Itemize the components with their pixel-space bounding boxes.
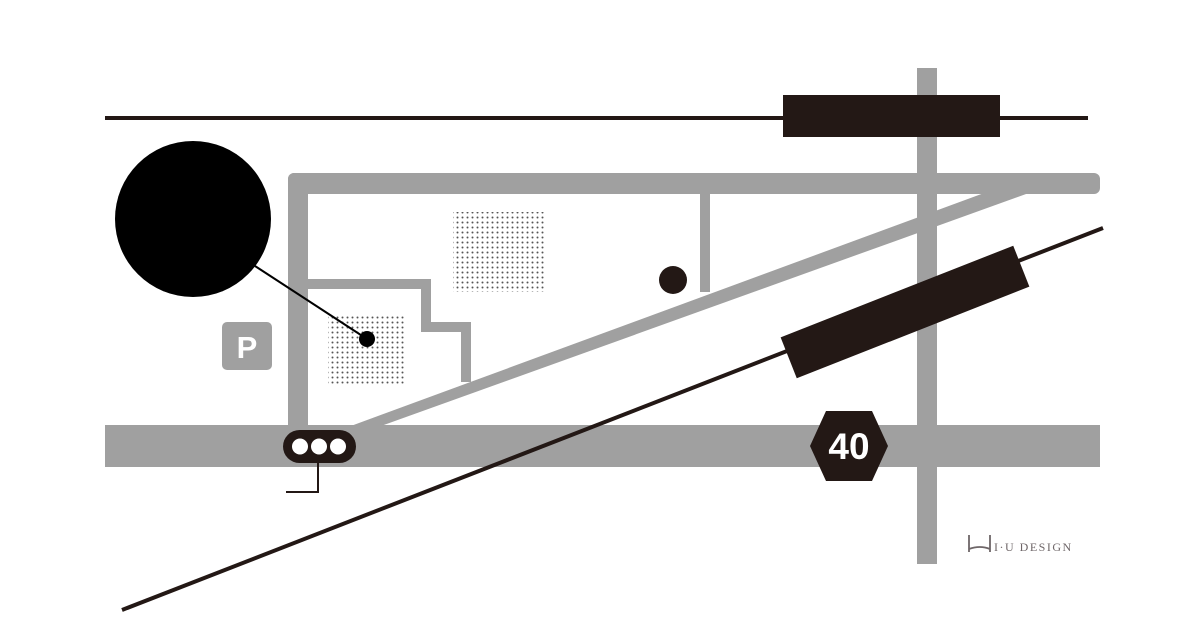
signal-leader-line [286, 463, 319, 493]
marker-circle [115, 141, 271, 297]
logo-mark-icon [968, 535, 991, 552]
dotted-area-large [453, 212, 544, 292]
route-number: 40 [828, 426, 869, 467]
upper-road [288, 173, 1100, 194]
diagonal-road [340, 189, 1040, 430]
station-top [783, 95, 1000, 137]
parking-sign-label: P [237, 330, 258, 365]
hexagon-shield-icon [810, 411, 888, 481]
main-road [105, 425, 1100, 467]
roads [105, 68, 1100, 564]
building-outline [306, 279, 471, 382]
dotted-area-destination [328, 315, 404, 385]
traffic-light-icon [283, 430, 356, 493]
rail-lines [105, 95, 1104, 612]
marker-leader-line [254, 265, 368, 340]
inner-vertical-road [700, 190, 710, 292]
landmark-dot [659, 266, 687, 294]
logo-text: I·U DESIGN [994, 540, 1073, 554]
brand-logo: I·U DESIGN [968, 535, 1073, 554]
station-diagonal [780, 245, 1030, 379]
route-sign: 40 [810, 411, 888, 481]
destination-dot [359, 331, 375, 347]
left-road [288, 173, 308, 433]
destination-marker [115, 141, 375, 347]
parking-icon: P [222, 322, 272, 370]
